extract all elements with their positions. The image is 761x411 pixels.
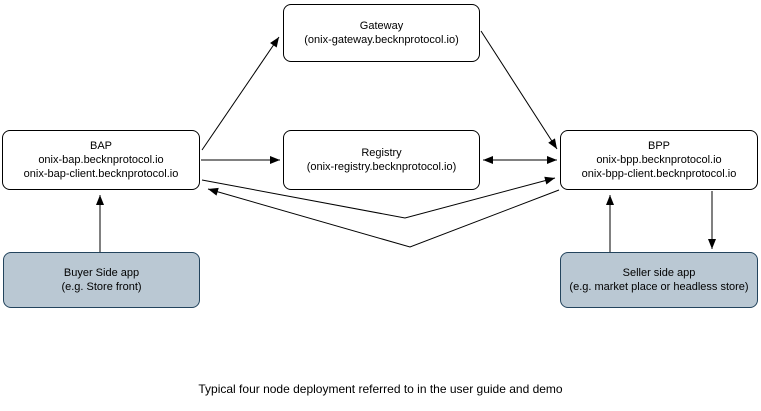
node-registry-domain: (onix-registry.becknprotocol.io) — [306, 161, 457, 173]
node-seller-side-app: Seller side app (e.g. market place or he… — [560, 252, 758, 308]
node-seller-title: Seller side app — [622, 267, 696, 279]
node-gateway: Gateway (onix-gateway.becknprotocol.io) — [283, 4, 480, 62]
node-bap: BAP onix-bap.becknprotocol.io onix-bap-c… — [2, 130, 200, 190]
node-bpp: BPP onix-bpp.becknprotocol.io onix-bpp-c… — [560, 130, 758, 190]
node-bap-title: BAP — [89, 140, 112, 152]
node-buyer-side-app: Buyer Side app (e.g. Store front) — [3, 252, 200, 308]
node-gateway-title: Gateway — [359, 20, 404, 32]
node-registry: Registry (onix-registry.becknprotocol.io… — [283, 130, 480, 190]
edge-gateway-to-bpp — [480, 30, 558, 150]
node-bpp-title: BPP — [647, 140, 670, 152]
edge-bpp-to-bap — [207, 187, 560, 248]
diagram-caption: Typical four node deployment referred to… — [198, 382, 563, 396]
edge-bap-to-gateway — [201, 36, 280, 151]
node-buyer-title: Buyer Side app — [63, 267, 140, 279]
node-seller-example: (e.g. market place or headless store) — [569, 281, 749, 293]
node-gateway-domain: (onix-gateway.becknprotocol.io) — [304, 34, 459, 46]
node-bpp-domain: onix-bpp.becknprotocol.io — [596, 154, 722, 166]
node-registry-title: Registry — [361, 147, 402, 159]
node-bap-domain: onix-bap.becknprotocol.io — [38, 154, 164, 166]
node-buyer-example: (e.g. Store front) — [61, 281, 142, 293]
node-bpp-client-domain: onix-bpp-client.becknprotocol.io — [581, 168, 737, 180]
node-bap-client-domain: onix-bap-client.becknprotocol.io — [23, 168, 179, 180]
